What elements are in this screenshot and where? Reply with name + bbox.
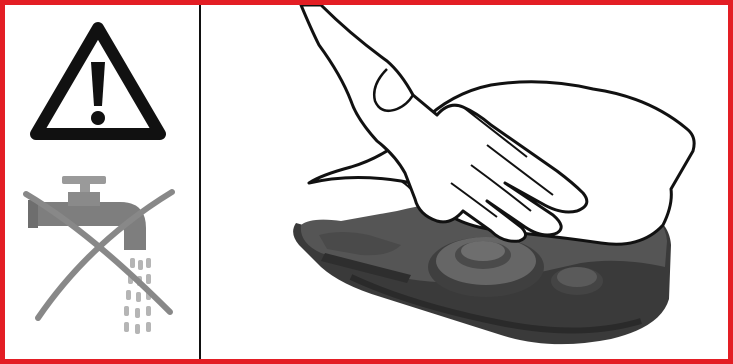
warning-triangle-icon bbox=[28, 18, 168, 144]
no-rinse-under-tap-icon bbox=[20, 172, 185, 344]
hand-wiping-illustration bbox=[201, 5, 728, 359]
